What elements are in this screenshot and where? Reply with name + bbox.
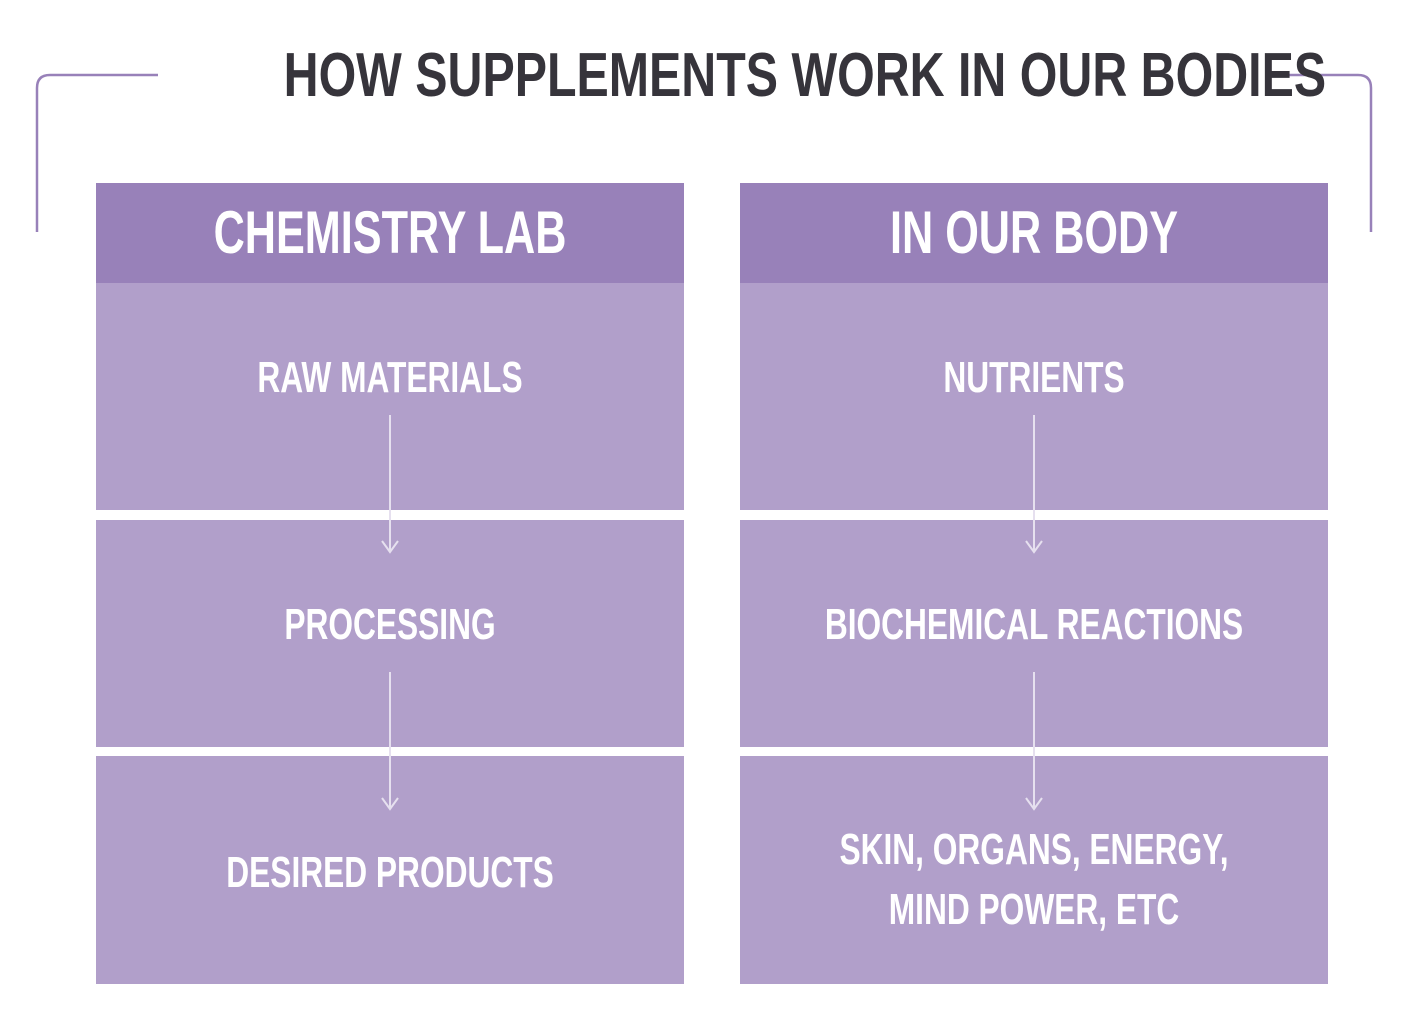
- arrow-down-icon: [381, 415, 399, 554]
- arrow-down-icon: [1025, 415, 1043, 554]
- column-header-label: IN OUR BODY: [889, 199, 1179, 266]
- step-label: BIOCHEMICAL REACTIONS: [824, 600, 1244, 649]
- bracket-right: [1288, 73, 1373, 232]
- step-label-line-2: MIND POWER, ETC: [888, 885, 1180, 934]
- step-label: RAW MATERIALS: [257, 353, 523, 402]
- column-header-label: CHEMISTRY LAB: [213, 199, 567, 266]
- column-header: CHEMISTRY LAB: [96, 183, 684, 283]
- step-label: NUTRIENTS: [943, 353, 1125, 402]
- column-header: IN OUR BODY: [740, 183, 1328, 283]
- arrow-down-icon: [1025, 672, 1043, 811]
- bracket-left: [35, 73, 158, 232]
- arrow-down-icon: [381, 672, 399, 811]
- step-label: DESIRED PRODUCTS: [226, 848, 554, 897]
- step-label: PROCESSING: [284, 600, 496, 649]
- step-label-line-1: SKIN, ORGANS, ENERGY,: [839, 825, 1229, 874]
- page-title: HOW SUPPLEMENTS WORK IN OUR BODIES: [283, 41, 1327, 110]
